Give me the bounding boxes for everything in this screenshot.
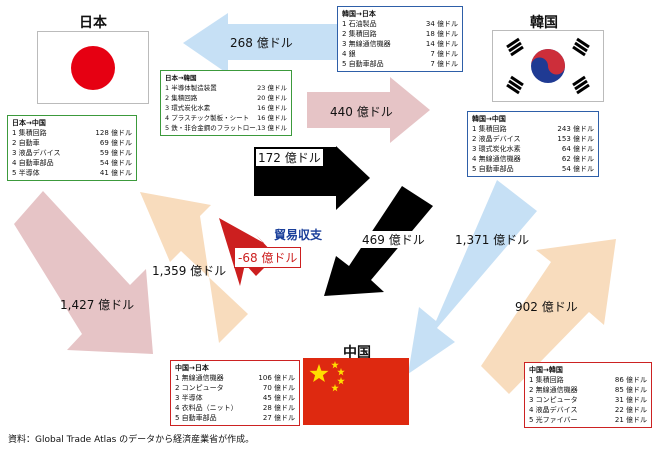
label-cn-jp-big: 1,427 億ドル xyxy=(60,298,135,312)
arrow-jp-kr xyxy=(307,77,430,143)
box-title: 中国→韓国 xyxy=(529,366,563,374)
label-jp-cn: 172 億ドル xyxy=(256,149,323,166)
arrow-cn-jp xyxy=(140,192,248,343)
list-item: 4 衣料品（ニット）28 億ドル xyxy=(175,404,295,412)
box-title: 韓国→中国 xyxy=(472,115,506,123)
korea-flag xyxy=(492,30,604,102)
country-japan: 日本 xyxy=(79,15,107,31)
korea-flag-emblem xyxy=(506,37,590,95)
country-china: 中国 xyxy=(343,345,371,361)
label-kr-cn: 469 億ドル xyxy=(360,231,427,248)
box-title: 韓国→日本 xyxy=(342,10,376,18)
label-kr-jp: 268 億ドル xyxy=(230,36,293,50)
label-cn-jp: 1,359 億ドル xyxy=(152,264,227,278)
label-kr-cn-big: 1,371 億ドル xyxy=(455,233,530,247)
balance-title: 貿易収支 xyxy=(274,228,323,242)
balance-value: -68 億ドル xyxy=(234,247,302,268)
china-flag xyxy=(303,358,409,425)
box-title: 中国→日本 xyxy=(175,364,209,372)
country-korea: 韓国 xyxy=(530,15,558,31)
arrow-kr-cn-big xyxy=(408,180,537,374)
japan-flag xyxy=(37,31,149,104)
arrow-cn-jp-big xyxy=(14,191,153,354)
source-note: 資料：Global Trade Atlas のデータから経済産業省が作成。 xyxy=(8,435,255,445)
label-cn-kr: 902 億ドル xyxy=(515,300,578,314)
arrow-kr-jp xyxy=(183,13,338,74)
arrow-cn-kr xyxy=(481,239,616,394)
japan-flag-sun xyxy=(71,46,115,90)
label-jp-kr: 440 億ドル xyxy=(330,105,393,119)
box-title: 日本→韓国 xyxy=(165,74,197,82)
box-title: 日本→中国 xyxy=(12,119,46,127)
china-flag-stars xyxy=(309,361,345,392)
